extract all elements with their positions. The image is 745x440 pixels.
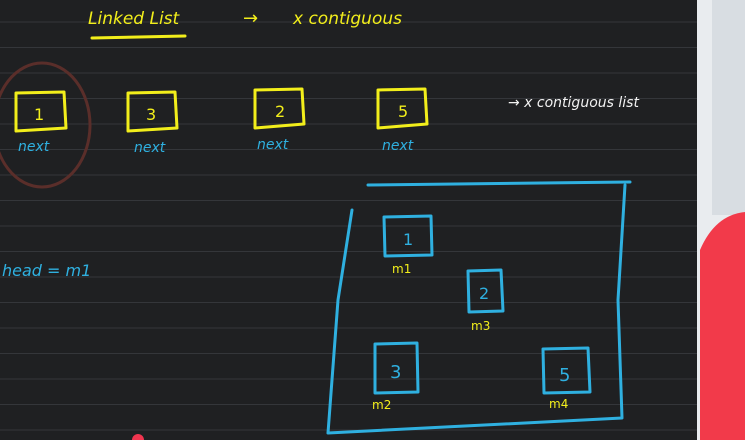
ruled-lines <box>0 21 697 431</box>
memory-node-3: 3 m2 <box>372 341 420 412</box>
node-next-label: next <box>134 140 166 156</box>
node-box <box>382 214 434 258</box>
pointer-dot <box>132 434 144 440</box>
node-box <box>376 87 429 130</box>
heading-underline <box>90 34 187 40</box>
node-value: 1 <box>34 105 44 124</box>
top-node-5: 5 next <box>376 87 429 154</box>
node-value: 2 <box>479 284 489 303</box>
node-address: m3 <box>471 319 490 333</box>
node-address: m4 <box>549 397 568 411</box>
node-value: 1 <box>403 230 413 249</box>
node-box <box>541 346 592 395</box>
heading-arrow: → <box>243 8 258 29</box>
node-box <box>14 90 68 133</box>
node-box <box>126 90 179 133</box>
node-address: m1 <box>392 262 411 276</box>
head-pointer-text: head = m1 <box>2 261 91 280</box>
node-value: 5 <box>559 365 570 386</box>
node-box <box>466 268 505 314</box>
heading-contiguous: x contiguous <box>292 9 402 29</box>
node-value: 2 <box>275 102 285 121</box>
node-next-label: next <box>18 139 50 155</box>
node-value: 5 <box>398 102 408 121</box>
presenter-shirt <box>700 212 745 440</box>
node-next-label: next <box>257 137 289 153</box>
memory-node-2: 2 m3 <box>466 268 505 333</box>
window-frame <box>712 0 745 215</box>
highlight-circle <box>0 61 92 189</box>
node-box <box>253 87 306 130</box>
node-value: 3 <box>390 362 401 383</box>
top-node-1: 1 next <box>14 90 68 155</box>
node-value: 3 <box>146 105 156 124</box>
side-note: → x contiguous list <box>508 95 639 111</box>
memory-top-edge <box>366 180 632 187</box>
node-box <box>373 341 420 395</box>
memory-node-1: 1 m1 <box>382 214 434 276</box>
memory-node-5: 5 m4 <box>541 346 592 411</box>
node-next-label: next <box>382 138 414 154</box>
node-address: m2 <box>372 398 391 412</box>
heading: Linked List → x contiguous <box>88 8 402 40</box>
memory-outline <box>326 183 627 435</box>
top-node-3: 3 next <box>126 90 179 156</box>
top-node-2: 2 next <box>253 87 306 153</box>
heading-linked-list: Linked List <box>88 9 181 29</box>
memory-region <box>326 180 632 435</box>
